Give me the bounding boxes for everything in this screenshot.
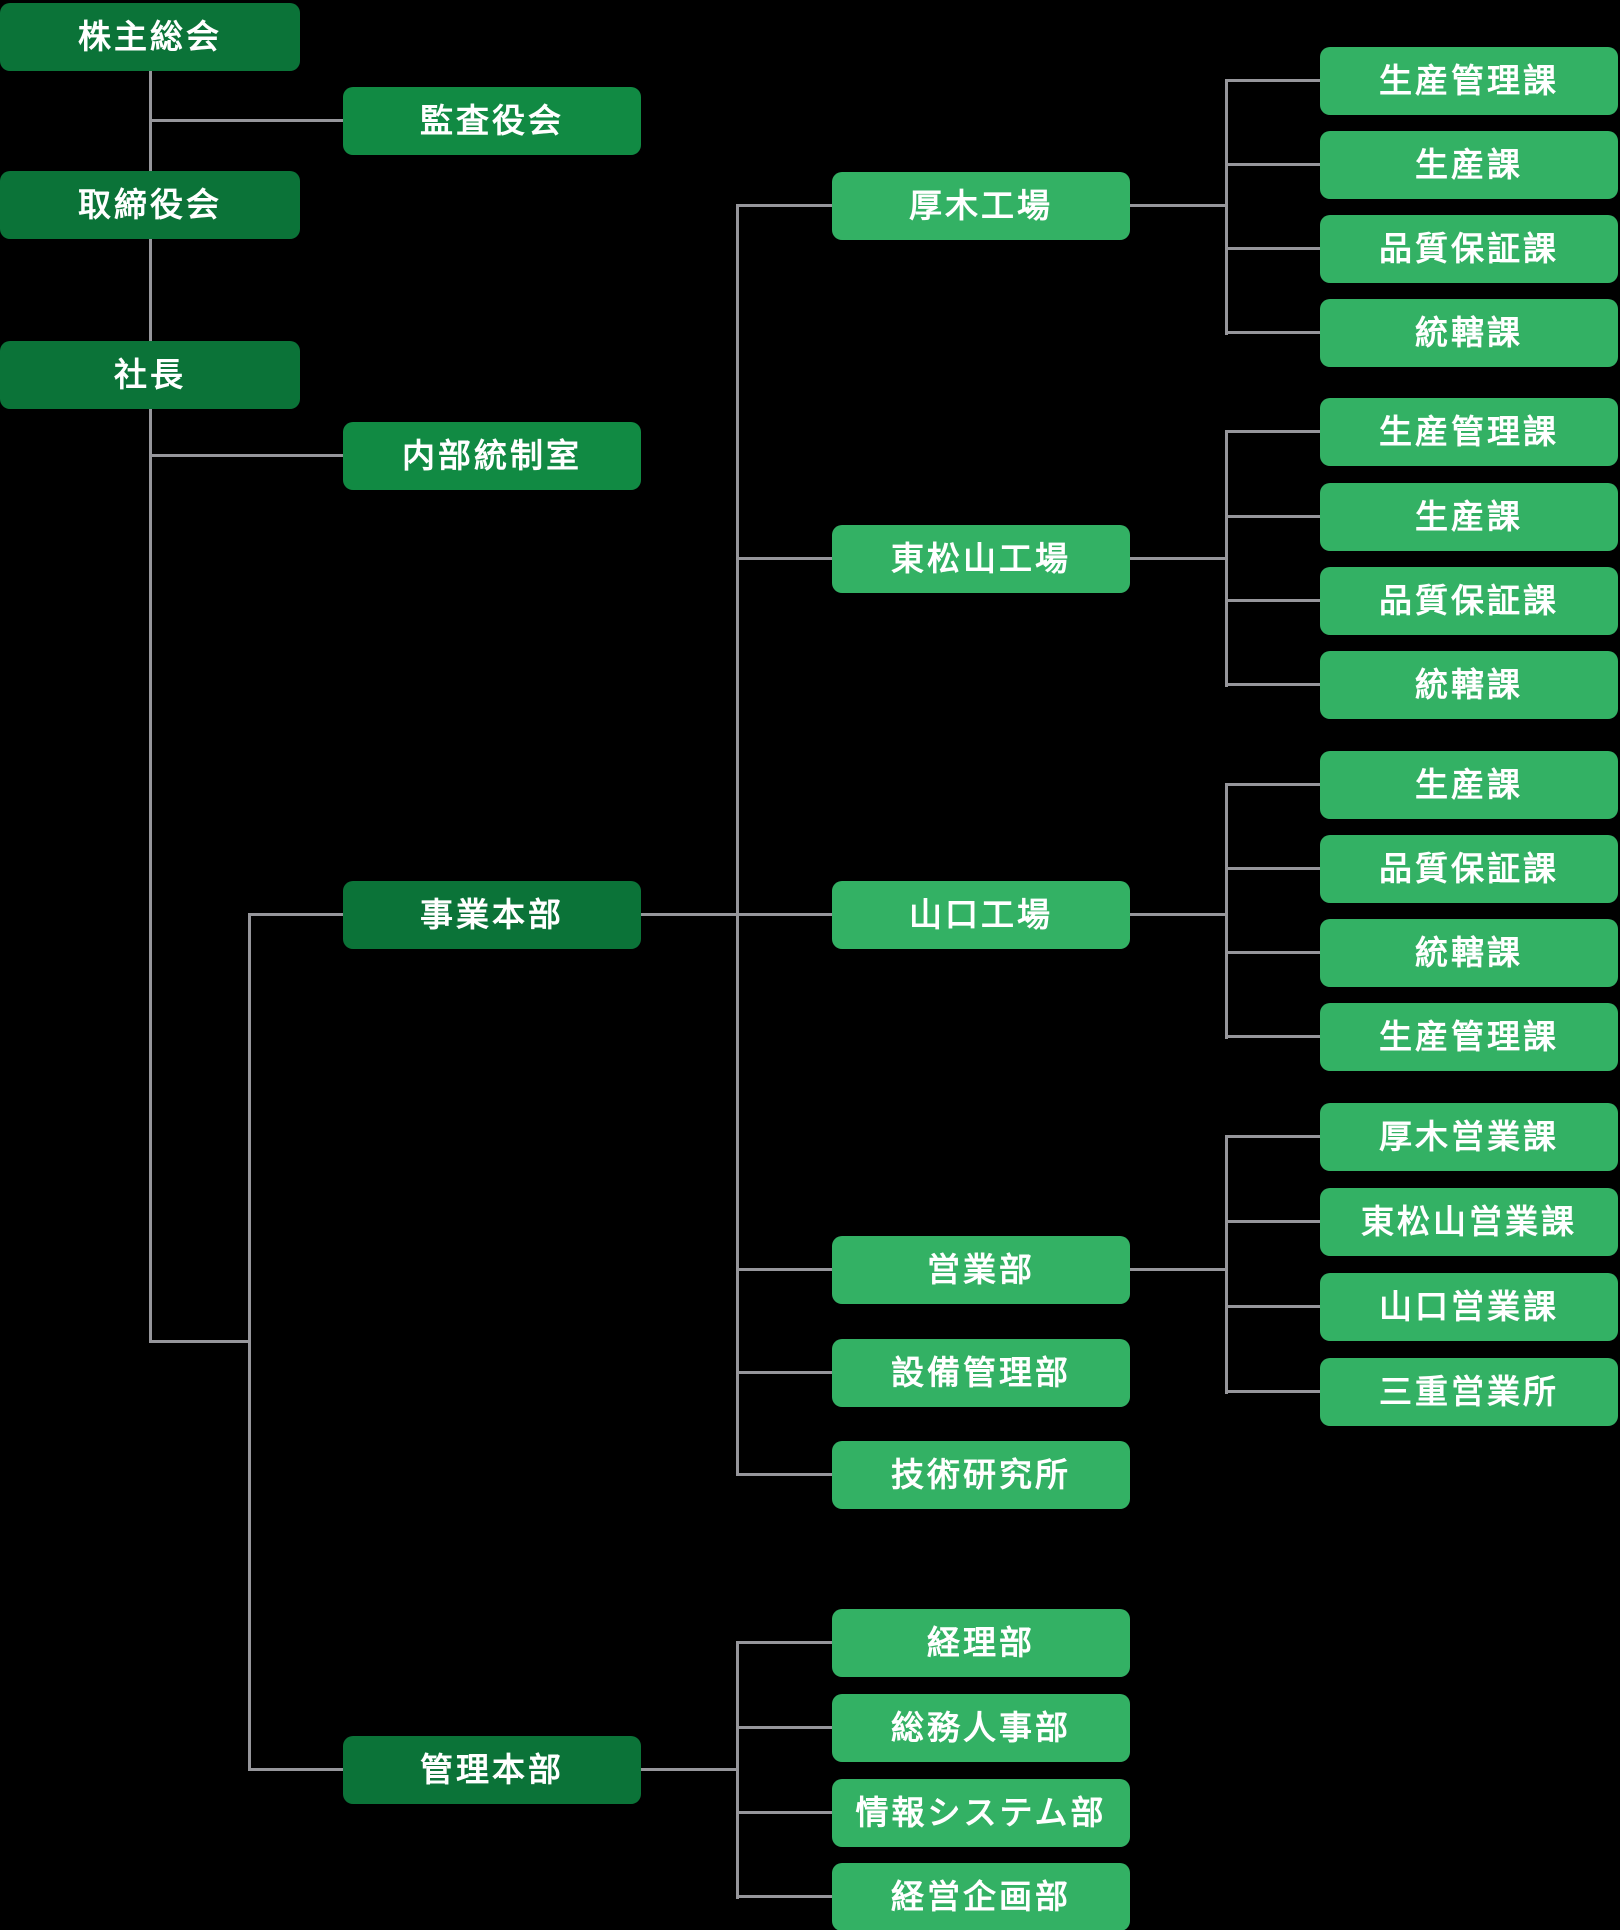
node-yamaguchi-sales-section: 山口営業課	[1320, 1273, 1618, 1341]
node-board-of-directors: 取締役会	[0, 171, 300, 239]
node-higashimatsuyama-coordination-section: 統轄課	[1320, 651, 1618, 719]
connector-line	[1225, 783, 1320, 786]
connector-line	[736, 1726, 832, 1729]
connector-line	[1225, 79, 1320, 82]
connector-line	[736, 1811, 832, 1814]
connector-line	[149, 454, 343, 457]
node-atsugi-coordination-section: 統轄課	[1320, 299, 1618, 367]
node-audit-board: 監査役会	[343, 87, 641, 155]
connector-line	[736, 1895, 832, 1898]
node-accounting-department: 経理部	[832, 1609, 1130, 1677]
connector-line	[248, 913, 343, 916]
node-technical-research-institute: 技術研究所	[832, 1441, 1130, 1509]
node-yamaguchi-coordination-section: 統轄課	[1320, 919, 1618, 987]
connector-line	[1130, 204, 1228, 207]
node-sales-department: 営業部	[832, 1236, 1130, 1304]
node-general-affairs-hr-department: 総務人事部	[832, 1694, 1130, 1762]
connector-line	[736, 1641, 739, 1899]
connector-line	[149, 1340, 251, 1343]
node-atsugi-production-control-section: 生産管理課	[1320, 47, 1618, 115]
node-internal-control-office: 内部統制室	[343, 422, 641, 490]
node-mie-sales-office: 三重営業所	[1320, 1358, 1618, 1426]
node-business-headquarters: 事業本部	[343, 881, 641, 949]
connector-line	[736, 1371, 832, 1374]
connector-line	[736, 1473, 832, 1476]
connector-line	[641, 1768, 737, 1771]
node-yamaguchi-production-control-section: 生産管理課	[1320, 1003, 1618, 1071]
node-higashimatsuyama-production-control-section: 生産管理課	[1320, 398, 1618, 466]
node-higashimatsuyama-plant: 東松山工場	[832, 525, 1130, 593]
node-shareholders-meeting: 株主総会	[0, 3, 300, 71]
connector-line	[149, 119, 343, 122]
node-president: 社長	[0, 341, 300, 409]
connector-line	[1130, 913, 1228, 916]
connector-line	[1225, 163, 1320, 166]
connector-line	[1225, 430, 1320, 433]
connector-line	[736, 1641, 832, 1644]
connector-line	[736, 557, 832, 560]
node-yamaguchi-quality-assurance-section: 品質保証課	[1320, 835, 1618, 903]
connector-line	[1225, 951, 1320, 954]
node-atsugi-sales-section: 厚木営業課	[1320, 1103, 1618, 1171]
node-atsugi-production-section: 生産課	[1320, 131, 1618, 199]
connector-line	[1225, 515, 1320, 518]
connector-line	[1225, 683, 1320, 686]
connector-line	[736, 1268, 832, 1271]
connector-line	[1225, 783, 1228, 1039]
connector-line	[736, 204, 739, 1476]
node-atsugi-plant: 厚木工場	[832, 172, 1130, 240]
connector-line	[1225, 1135, 1228, 1394]
connector-line	[736, 204, 832, 207]
connector-line	[1225, 1305, 1320, 1308]
connector-line	[1225, 430, 1228, 687]
connector-line	[1225, 247, 1320, 250]
node-higashimatsuyama-production-section: 生産課	[1320, 483, 1618, 551]
node-higashimatsuyama-sales-section: 東松山営業課	[1320, 1188, 1618, 1256]
connector-line	[248, 913, 251, 1771]
node-higashimatsuyama-quality-assurance-section: 品質保証課	[1320, 567, 1618, 635]
node-atsugi-quality-assurance-section: 品質保証課	[1320, 215, 1618, 283]
connector-line	[149, 409, 152, 1343]
connector-line	[1130, 557, 1228, 560]
node-administration-headquarters: 管理本部	[343, 1736, 641, 1804]
connector-line	[1225, 1035, 1320, 1038]
connector-line	[1225, 331, 1320, 334]
node-yamaguchi-plant: 山口工場	[832, 881, 1130, 949]
connector-line	[1225, 599, 1320, 602]
connector-line	[248, 1768, 343, 1771]
node-facility-management-department: 設備管理部	[832, 1339, 1130, 1407]
connector-line	[1225, 1135, 1320, 1138]
node-corporate-planning-department: 経営企画部	[832, 1863, 1130, 1930]
connector-line	[1225, 1390, 1320, 1393]
connector-line	[1225, 79, 1228, 335]
connector-line	[1225, 1220, 1320, 1223]
connector-line	[1130, 1268, 1228, 1271]
node-information-systems-department: 情報システム部	[832, 1779, 1130, 1847]
node-yamaguchi-production-section: 生産課	[1320, 751, 1618, 819]
connector-line	[1225, 867, 1320, 870]
